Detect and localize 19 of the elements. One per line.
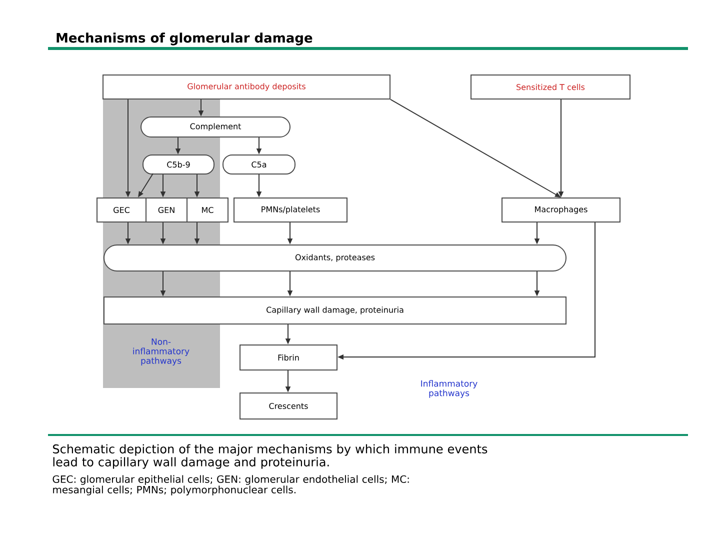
rounded-box: Oxidants, proteases bbox=[104, 244, 566, 272]
process-box: Fibrin bbox=[240, 344, 338, 370]
process-box: Glomerular antibody deposits bbox=[102, 74, 390, 100]
rounded-box: C5b-9 bbox=[142, 154, 214, 174]
caption: Schematic depiction of the major mechanisms by which immune events lead to capillary wall damage and proteinuria. bbox=[53, 444, 488, 469]
rounded-box: C5a bbox=[222, 154, 296, 174]
title: Mechanisms of glomerular damage bbox=[56, 32, 312, 46]
process-box: Macrophages bbox=[502, 198, 620, 222]
process-box: Sensitized T cells bbox=[470, 74, 630, 100]
pathway-label: Inflammatory pathways bbox=[421, 380, 478, 398]
process-box: PMNs/platelets bbox=[234, 198, 348, 222]
caption-note: GEC: glomerular epithelial cells; GEN: glomerular endothelial cells; MC: mesangial cells; PMNs; polymorphonuclear cells. bbox=[52, 475, 409, 496]
process-box: MC bbox=[186, 198, 228, 222]
rounded-box: Complement bbox=[140, 116, 290, 138]
process-box: Capillary wall damage, proteinuria bbox=[104, 296, 566, 324]
process-box: GEN bbox=[146, 198, 188, 222]
pathway-label: Non- inflammatory pathways bbox=[133, 338, 190, 366]
process-box: GEC bbox=[96, 198, 146, 222]
process-box: Crescents bbox=[240, 392, 338, 420]
